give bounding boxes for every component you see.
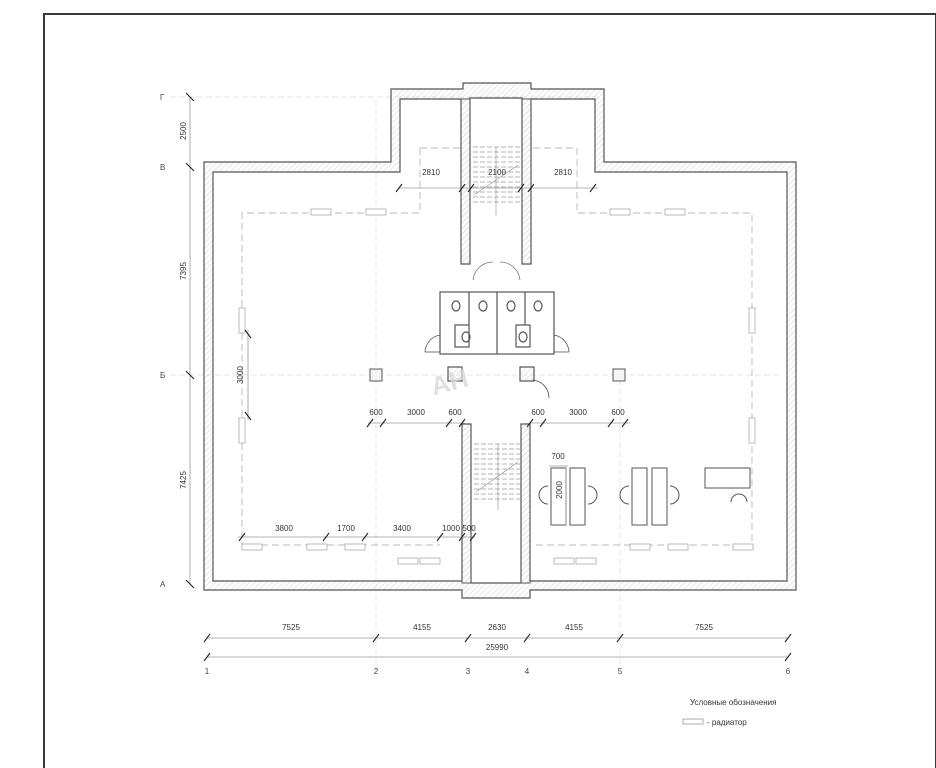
svg-text:3000: 3000 [407,408,425,417]
axis-column-label: 4 [525,667,530,676]
svg-text:3400: 3400 [393,524,411,533]
radiators [238,208,756,565]
staircase-north [473,146,520,215]
axis-column-label: 6 [786,667,791,676]
axis-row-label: Б [160,371,165,380]
svg-text:2100: 2100 [488,168,506,177]
desk [651,467,668,526]
chair [669,485,680,505]
axis-column-label: 5 [618,667,623,676]
chair [619,485,630,505]
axis-row-label: Г [160,93,165,102]
svg-text:1000: 1000 [442,524,460,533]
svg-text:3800: 3800 [275,524,293,533]
svg-text:600: 600 [611,408,625,417]
svg-text:1700: 1700 [337,524,355,533]
radiator-legend-symbol [682,718,704,725]
svg-text:2630: 2630 [488,623,506,632]
svg-text:600: 600 [369,408,383,417]
axis-column-label: 1 [205,667,210,676]
axis-grid-lines [170,96,780,670]
dimension-ticks [185,92,792,662]
legend-title: Условные обозначения [690,698,776,707]
svg-text:2810: 2810 [554,168,572,177]
svg-text:700: 700 [551,452,565,461]
desk [569,467,586,526]
svg-text:500: 500 [462,524,476,533]
svg-text:4155: 4155 [565,623,583,632]
svg-text:3000: 3000 [236,366,245,384]
desk [704,467,751,489]
axis-row-label: А [160,580,166,589]
chair [730,493,748,503]
legend: Условные обозначения - радиатор [682,698,776,727]
watermark: АН [427,363,471,402]
svg-text:2810: 2810 [422,168,440,177]
exterior-walls [203,82,797,599]
legend-item-label: - радиатор [707,718,747,727]
axis-column-label: 2 [374,667,379,676]
axis-column-labels: 1 2 3 4 5 6 [205,667,791,676]
svg-text:600: 600 [448,408,462,417]
vertical-dimension-labels: 2500 7395 7425 3000 2000 [179,122,564,499]
axis-column-label: 3 [466,667,471,676]
axis-row-label: В [160,163,165,172]
svg-text:2500: 2500 [179,122,188,140]
svg-text:3000: 3000 [569,408,587,417]
dimension-lines [189,97,788,658]
desk [631,467,648,526]
svg-text:7525: 7525 [282,623,300,632]
svg-text:25990: 25990 [486,643,509,652]
office-furniture [538,467,751,526]
svg-text:7395: 7395 [179,262,188,280]
wc-block [424,291,570,399]
chair [538,485,549,505]
svg-text:4155: 4155 [413,623,431,632]
axis-row-labels: Г В Б А [160,93,166,589]
svg-text:600: 600 [531,408,545,417]
columns [369,368,626,382]
drawing-frame [43,13,936,768]
stair-doors [472,261,521,281]
chair [587,485,598,505]
svg-text:2000: 2000 [555,481,564,499]
horizontal-dimension-labels: 7525 4155 2630 4155 7525 25990 2810 2100… [275,168,713,652]
svg-text:7425: 7425 [179,471,188,489]
svg-text:7525: 7525 [695,623,713,632]
staircase-south [474,443,520,510]
